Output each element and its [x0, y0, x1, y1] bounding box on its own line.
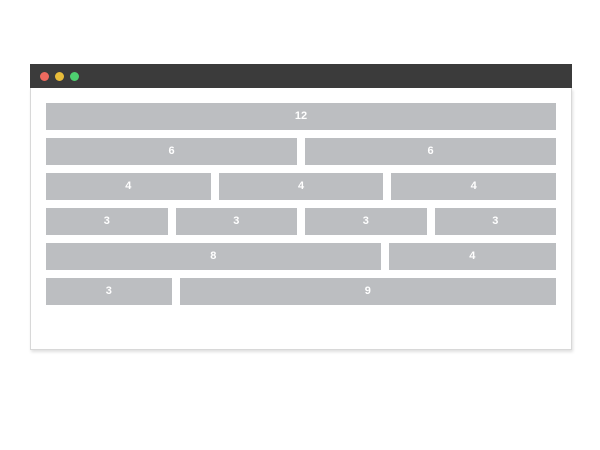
- grid-column-block[interactable]: 4: [218, 173, 384, 200]
- grid-column-block[interactable]: 3: [175, 208, 297, 235]
- grid-column-block[interactable]: 6: [305, 138, 556, 165]
- close-button-icon[interactable]: [40, 71, 49, 81]
- grid-column-block[interactable]: 3: [434, 208, 556, 235]
- minimize-button-icon[interactable]: [55, 71, 64, 81]
- maximize-button-icon[interactable]: [70, 71, 79, 81]
- grid-column-block[interactable]: 8: [46, 243, 381, 270]
- grid-row: 12: [46, 103, 556, 130]
- window-controls: [40, 71, 79, 81]
- grid-column-block[interactable]: 12: [46, 103, 556, 130]
- grid-column-block[interactable]: 4: [46, 173, 211, 200]
- grid-column-block[interactable]: 3: [46, 208, 168, 235]
- window-title-bar[interactable]: [30, 64, 572, 88]
- grid-column-block[interactable]: 3: [305, 208, 427, 235]
- grid-column-block[interactable]: 4: [388, 243, 556, 270]
- grid-column-block[interactable]: 3: [46, 278, 172, 305]
- grid-column-block[interactable]: 4: [391, 173, 557, 200]
- grid-column-block[interactable]: 6: [46, 138, 297, 165]
- grid-column-block[interactable]: 9: [179, 278, 556, 305]
